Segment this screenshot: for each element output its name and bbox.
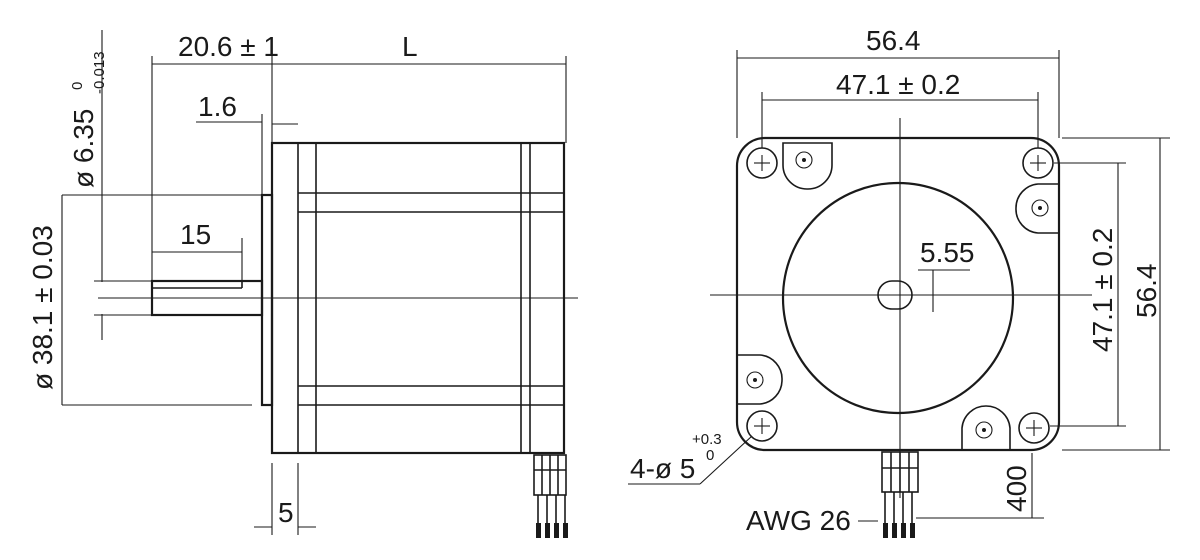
- boss-diameter-label: ø 38.1 ± 0.03: [27, 225, 58, 390]
- shaft-tolerance-lower: -0.013: [91, 51, 108, 94]
- front-view: 5.55: [628, 25, 1170, 538]
- shaft-flat-label: 5.55: [920, 237, 975, 268]
- lead-length-label: 400: [1001, 465, 1032, 512]
- hole-pitch-v-label: 47.1 ± 0.2: [1087, 228, 1118, 352]
- shaft-tolerance-upper: 0: [69, 82, 86, 90]
- mount-holes-label: 4-ø 5: [630, 453, 695, 484]
- mount-holes-tol-upper: +0.3: [692, 431, 722, 448]
- body-length-label: L: [402, 31, 418, 62]
- mount-hole-bottom-left: [746, 410, 778, 442]
- motor-boss: [260, 193, 274, 407]
- mount-hole-top-left: [746, 147, 778, 179]
- hole-pitch-h-label: 47.1 ± 0.2: [836, 69, 960, 100]
- wire-gauge-label: AWG 26: [746, 505, 851, 536]
- screw-tab-bottom: [961, 405, 1011, 451]
- lead-offset-label: 5: [278, 497, 294, 528]
- flange-thickness-label: 1.6: [198, 91, 237, 122]
- screw-tab-top: [782, 142, 833, 190]
- screw-tab-left: [736, 354, 783, 405]
- shaft-flat-length-label: 15: [180, 219, 211, 250]
- shaft-diameter-label: ø 6.35: [68, 109, 99, 188]
- mount-holes-tol-lower: 0: [706, 447, 714, 464]
- front-lead-wires: [881, 451, 919, 538]
- front-shaft: [877, 280, 913, 310]
- side-lead-wires: [533, 454, 568, 538]
- mount-hole-bottom-right: [1018, 412, 1050, 444]
- width-label: 56.4: [866, 25, 921, 56]
- screw-tab-right: [1015, 183, 1060, 234]
- height-label: 56.4: [1131, 264, 1162, 319]
- mount-hole-top-right: [1022, 147, 1054, 179]
- flange-length-label: 20.6 ± 1: [178, 31, 279, 62]
- boss-circle: [781, 181, 1015, 415]
- side-view: 20.6 ± 1 L 1.6 ø 6.35 0 -0.013 15 ø 38.1…: [27, 30, 578, 538]
- front-faceplate: [735, 136, 1061, 452]
